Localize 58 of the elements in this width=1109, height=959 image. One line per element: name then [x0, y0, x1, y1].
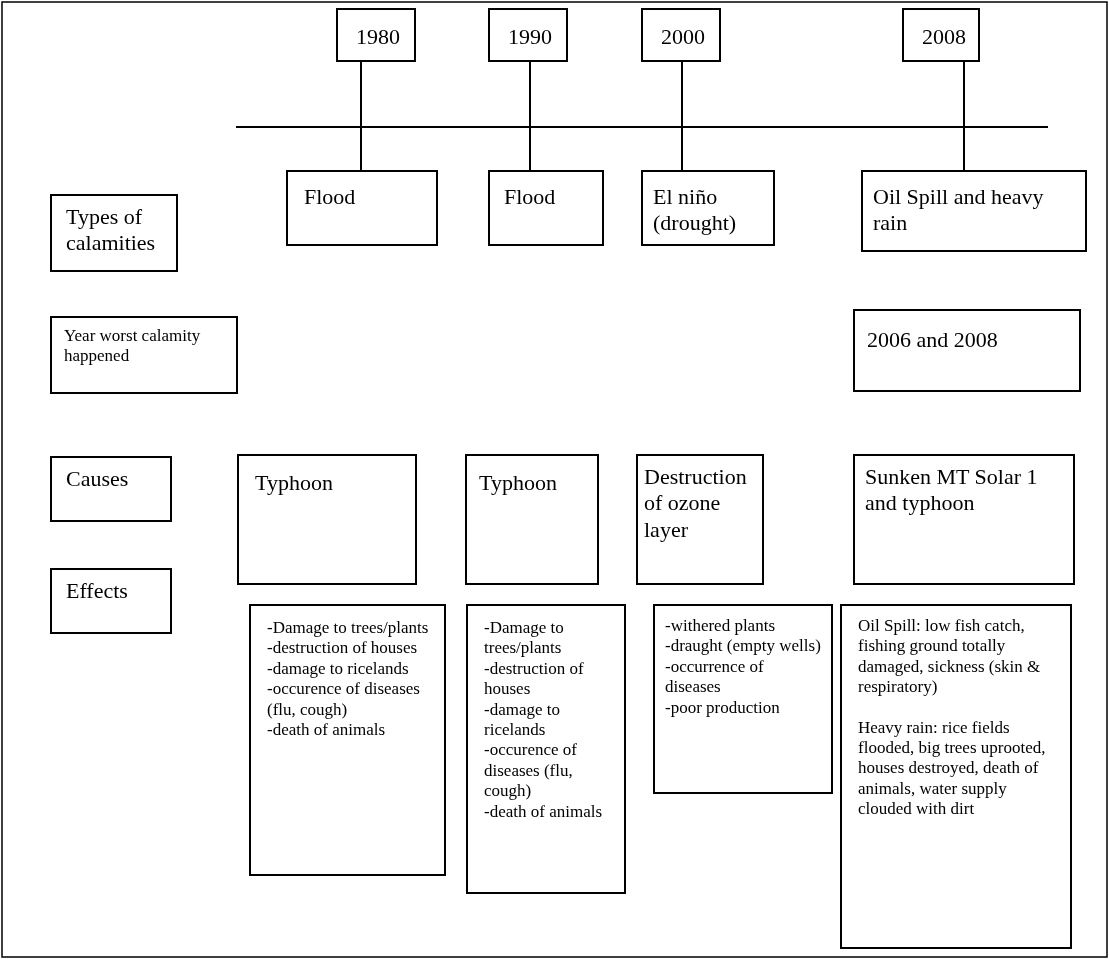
cause-box — [237, 454, 417, 585]
calamity-box — [861, 170, 1087, 252]
cause-label: Destruction of ozone layer — [644, 464, 748, 544]
effect-item: -occurence of diseases (flu, cough) — [267, 679, 421, 720]
effect-item: -Damage to trees/plants — [267, 618, 430, 639]
row-heading-box — [50, 456, 172, 522]
effect-item: -Damage to trees/plants — [484, 618, 565, 659]
year-range-label: 2006 and 2008 — [867, 327, 999, 354]
effects-box — [653, 604, 833, 794]
year-box — [336, 8, 416, 62]
connector-line — [963, 61, 965, 171]
year-box — [488, 8, 568, 62]
calamity-label: El niño (drought) — [653, 184, 738, 237]
connector-line — [529, 61, 531, 171]
effect-item: -damage to ricelands — [267, 658, 410, 680]
connector-line — [360, 61, 362, 171]
effect-item: -damage to ricelands — [484, 699, 561, 741]
cause-label: Typhoon — [255, 470, 334, 497]
year-label: 2000 — [661, 24, 706, 51]
cause-box — [465, 454, 599, 585]
cause-box — [853, 454, 1075, 585]
effect-item: -death of animals — [267, 719, 386, 741]
row-heading-box — [50, 568, 172, 634]
row-heading: Causes — [66, 466, 130, 493]
calamity-box — [641, 170, 775, 246]
row-heading: Year worst calamity happened — [64, 326, 202, 367]
effects-box — [249, 604, 446, 876]
row-heading: Types of calamities — [66, 204, 157, 257]
year-label: 1980 — [356, 24, 401, 51]
effect-item: -death of animals — [484, 801, 603, 822]
effect-item: -poor production — [665, 697, 781, 718]
year-label: 1990 — [508, 24, 553, 51]
connector-line — [681, 61, 683, 171]
effects-box — [466, 604, 626, 894]
row-heading-box — [50, 194, 178, 272]
effect-item: -occurence of diseases (flu, cough) — [484, 740, 578, 802]
effect-item: -occurrence of diseases — [665, 656, 765, 698]
effect-item: -withered plants — [665, 616, 776, 637]
year-box — [641, 8, 721, 62]
calamity-box — [488, 170, 604, 246]
cause-box — [636, 454, 764, 585]
effects-paragraph: Heavy rain: rice fields flooded, big trees uprooted, houses destroyed, death of animals, water supply clouded with dirt — [858, 717, 1047, 820]
row-heading-box — [50, 316, 238, 394]
calamity-label: Flood — [504, 184, 557, 211]
calamity-box — [286, 170, 438, 246]
effect-item: -draught (empty wells) — [665, 636, 821, 657]
effects-paragraph: Oil Spill: low fish catch, fishing ground totally damaged, sickness (skin & respiratory) — [858, 616, 1042, 698]
cause-label: Sunken MT Solar 1 and typhoon — [865, 464, 1039, 517]
effect-item: -destruction of houses — [267, 638, 419, 659]
year-range-box — [853, 309, 1081, 392]
row-heading: Effects — [66, 578, 129, 605]
effect-item: -destruction of houses — [484, 658, 585, 700]
year-box — [902, 8, 980, 62]
effects-box — [840, 604, 1072, 949]
calamity-label: Oil Spill and heavy rain — [873, 184, 1045, 237]
cause-label: Typhoon — [479, 470, 558, 497]
calamity-label: Flood — [304, 184, 357, 211]
year-label: 2008 — [922, 24, 967, 51]
